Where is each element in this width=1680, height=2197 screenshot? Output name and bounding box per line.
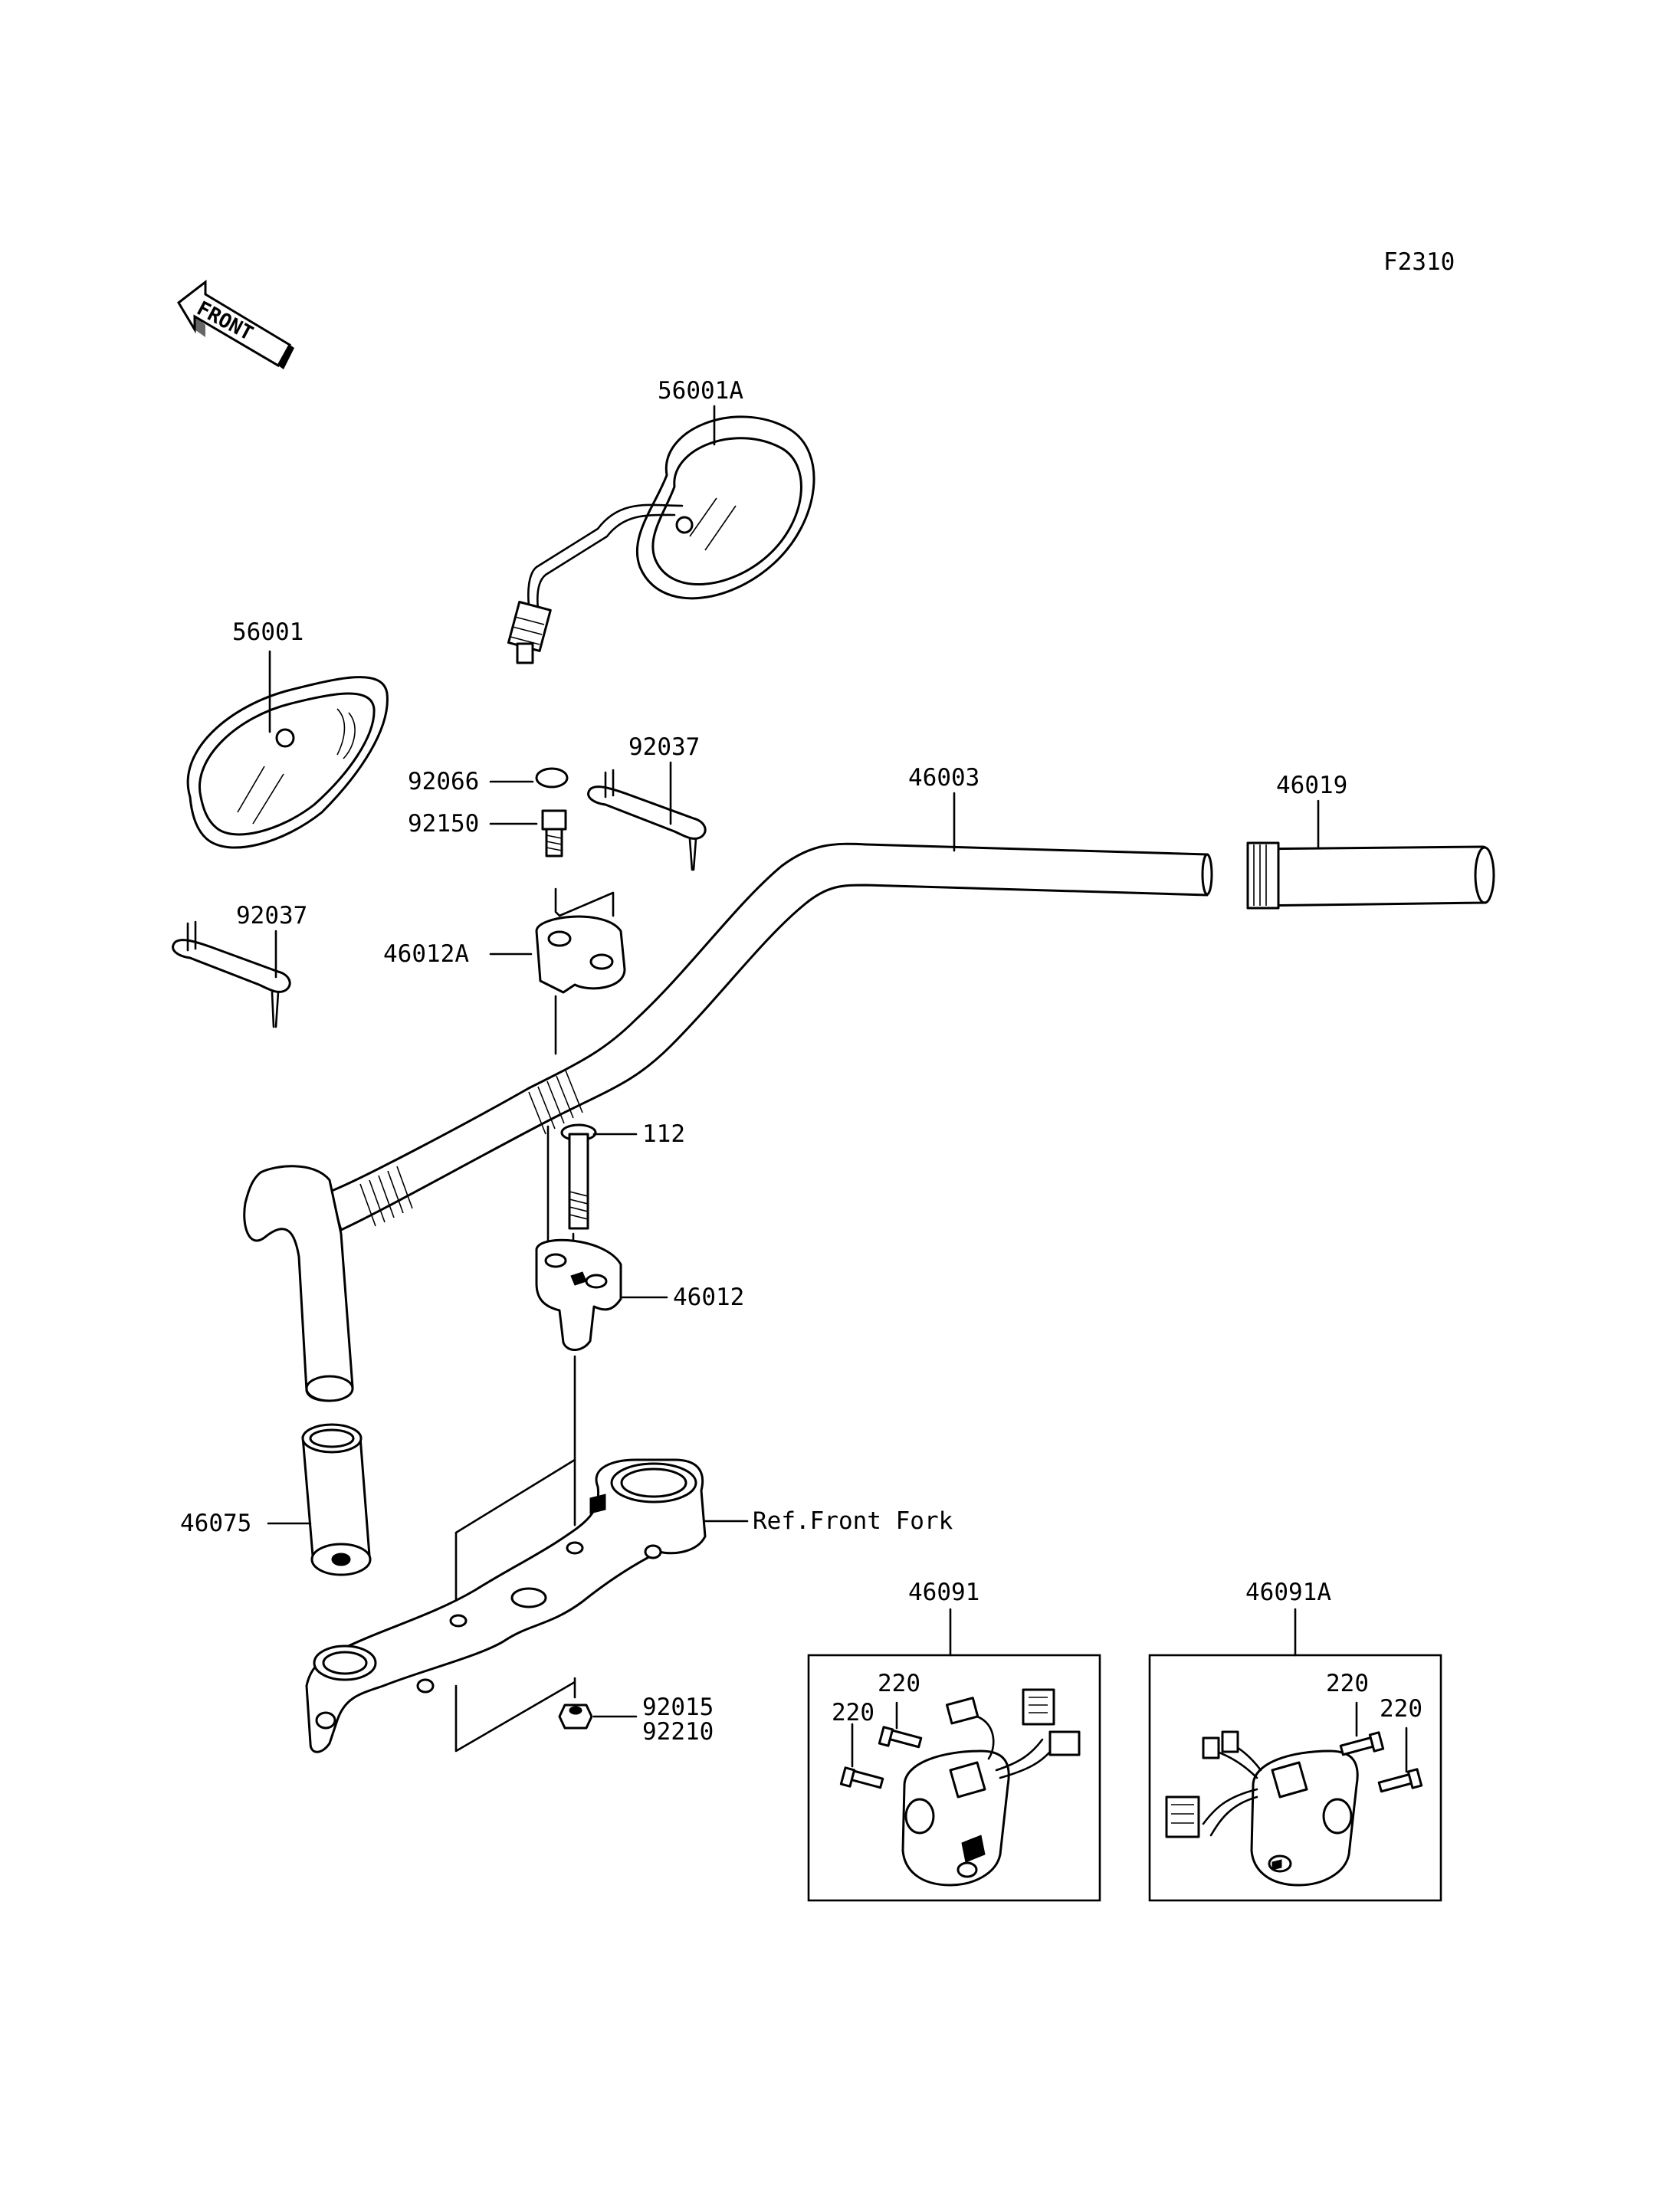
- callout-46075: 46075: [180, 1510, 251, 1537]
- figure-code: F2310: [1383, 248, 1455, 276]
- callout-56001A: 56001A: [658, 377, 743, 405]
- callout-46019: 46019: [1276, 772, 1347, 799]
- front-arrow-icon: FRONT: [177, 279, 294, 369]
- screw-left-upper: [1339, 1701, 1385, 1756]
- band-upper-part: 92037: [587, 733, 707, 871]
- screw-right-lower: [839, 1723, 884, 1789]
- callout-46091: 46091: [908, 1579, 979, 1606]
- callout-220-l1: 220: [1326, 1670, 1369, 1697]
- mirror-adapter-bolt-part: 92150: [408, 809, 567, 857]
- callout-46012A: 46012A: [383, 940, 469, 968]
- callout-46003: 46003: [908, 764, 979, 792]
- callout-92015: 92015: [642, 1694, 714, 1721]
- steering-stem-head-part: Ref.Front Fork: [305, 1458, 953, 1753]
- handlebar-part: 46003: [243, 764, 1213, 1402]
- lower-holder-part: 46012: [535, 1238, 744, 1526]
- callout-92150: 92150: [408, 810, 479, 838]
- callout-56001: 56001: [232, 618, 304, 646]
- upper-holder-part: 46012A: [383, 887, 626, 1055]
- callout-92037-left: 92037: [236, 902, 307, 930]
- reference-note: Ref.Front Fork: [753, 1507, 953, 1535]
- switch-left-panel: 46091A 220 220: [1148, 1579, 1442, 1902]
- switch-right-panel: 46091 220 220: [807, 1579, 1101, 1902]
- grip-throttle-part: 46019: [1246, 772, 1495, 910]
- callout-112: 112: [642, 1120, 685, 1148]
- callout-220-r2: 220: [832, 1699, 874, 1726]
- callout-92066: 92066: [408, 768, 479, 795]
- band-left-part: 92037: [172, 902, 307, 1028]
- screw-left-lower: [1377, 1726, 1423, 1793]
- callout-46091A: 46091A: [1245, 1579, 1331, 1606]
- holder-bolt-part: 112: [546, 1120, 685, 1254]
- callout-92037-upper: 92037: [628, 733, 700, 761]
- callout-92210: 92210: [642, 1718, 714, 1746]
- mirror-left-part: 56001: [186, 618, 389, 849]
- callout-220-r1: 220: [878, 1670, 920, 1697]
- front-arrow-label: FRONT: [193, 297, 257, 346]
- grip-left-part: 46075: [180, 1423, 372, 1576]
- screw-right-upper: [878, 1701, 923, 1749]
- callout-220-l2: 220: [1380, 1695, 1422, 1723]
- cap-part: 92066: [408, 767, 569, 795]
- callout-46012: 46012: [673, 1284, 744, 1311]
- nut-part: 92015 92210: [558, 1694, 714, 1746]
- mirror-right-part: 56001A: [507, 377, 815, 664]
